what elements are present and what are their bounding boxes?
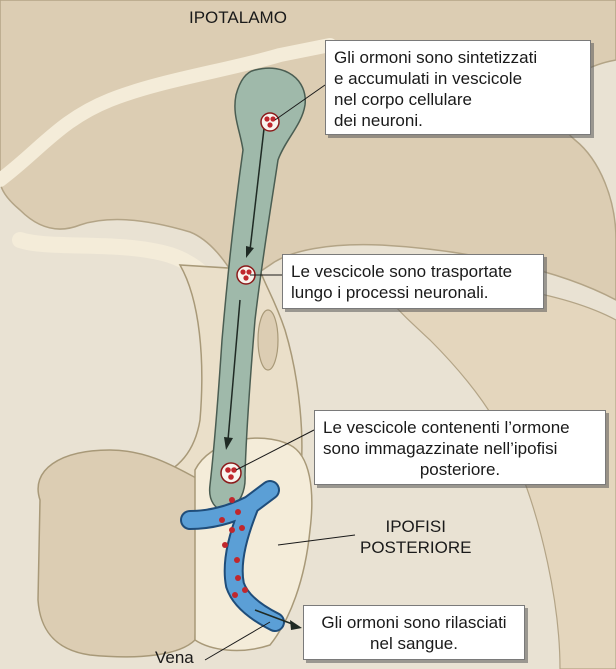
anterior-pituitary — [37, 449, 201, 658]
callout-synthesis-line-3: nel corpo cellulare — [334, 90, 472, 109]
arrowhead-upper — [246, 246, 254, 258]
callout-storage: Le vescicole contenenti l’ormone sono im… — [314, 410, 606, 485]
ventricle-outline — [0, 38, 337, 187]
callout-synthesis-line-2: e accumulati in vescicole — [334, 69, 523, 88]
transport-arrow-lower — [227, 299, 241, 441]
arrowhead-lower — [224, 437, 233, 450]
hypothalamus-label: IPOTALAMO — [189, 8, 287, 27]
posterior-pituitary-label-line-1: IPOFISI — [385, 517, 446, 536]
callout-synthesis: Gli ormoni sono sintetizzati e accumulat… — [325, 40, 591, 135]
vein-label: Vena — [155, 648, 194, 667]
leader-storage — [235, 429, 315, 471]
callout-release-line-1: Gli ormoni sono rilasciati — [321, 613, 507, 632]
callout-storage-line-1: Le vescicole contenenti l’ormone — [323, 418, 570, 437]
side-lobe — [257, 309, 279, 371]
leader-posterior-pituitary — [277, 534, 356, 546]
posterior-pituitary-label: IPOFISI POSTERIORE — [360, 516, 471, 558]
callout-transport-line-1: Le vescicole sono trasportate — [291, 262, 513, 281]
release-arrow — [254, 609, 296, 626]
leader-synthesis — [274, 84, 326, 121]
callout-release: Gli ormoni sono rilasciati nel sangue. — [303, 605, 525, 660]
callout-storage-line-3: posteriore. — [419, 460, 501, 479]
callout-synthesis-line-1: Gli ormoni sono sintetizzati — [334, 48, 538, 67]
callout-synthesis-line-4: dei neuroni. — [334, 111, 423, 130]
callout-release-line-2: nel sangue. — [370, 634, 458, 653]
vesicle-cluster-cell-body — [260, 112, 280, 132]
released-hormone-dots — [219, 497, 248, 598]
callout-transport-line-2: lungo i processi neuronali. — [291, 283, 489, 302]
vesicle-cluster-terminal — [220, 462, 242, 484]
callout-transport: Le vescicole sono trasportate lungo i pr… — [282, 254, 544, 309]
release-arrowhead — [290, 620, 302, 630]
callout-storage-line-2: sono immagazzinate nell’ipofisi — [323, 439, 558, 458]
posterior-pituitary-label-line-2: POSTERIORE — [360, 538, 472, 557]
transport-arrow-upper — [249, 119, 266, 251]
leader-vein — [204, 621, 271, 661]
